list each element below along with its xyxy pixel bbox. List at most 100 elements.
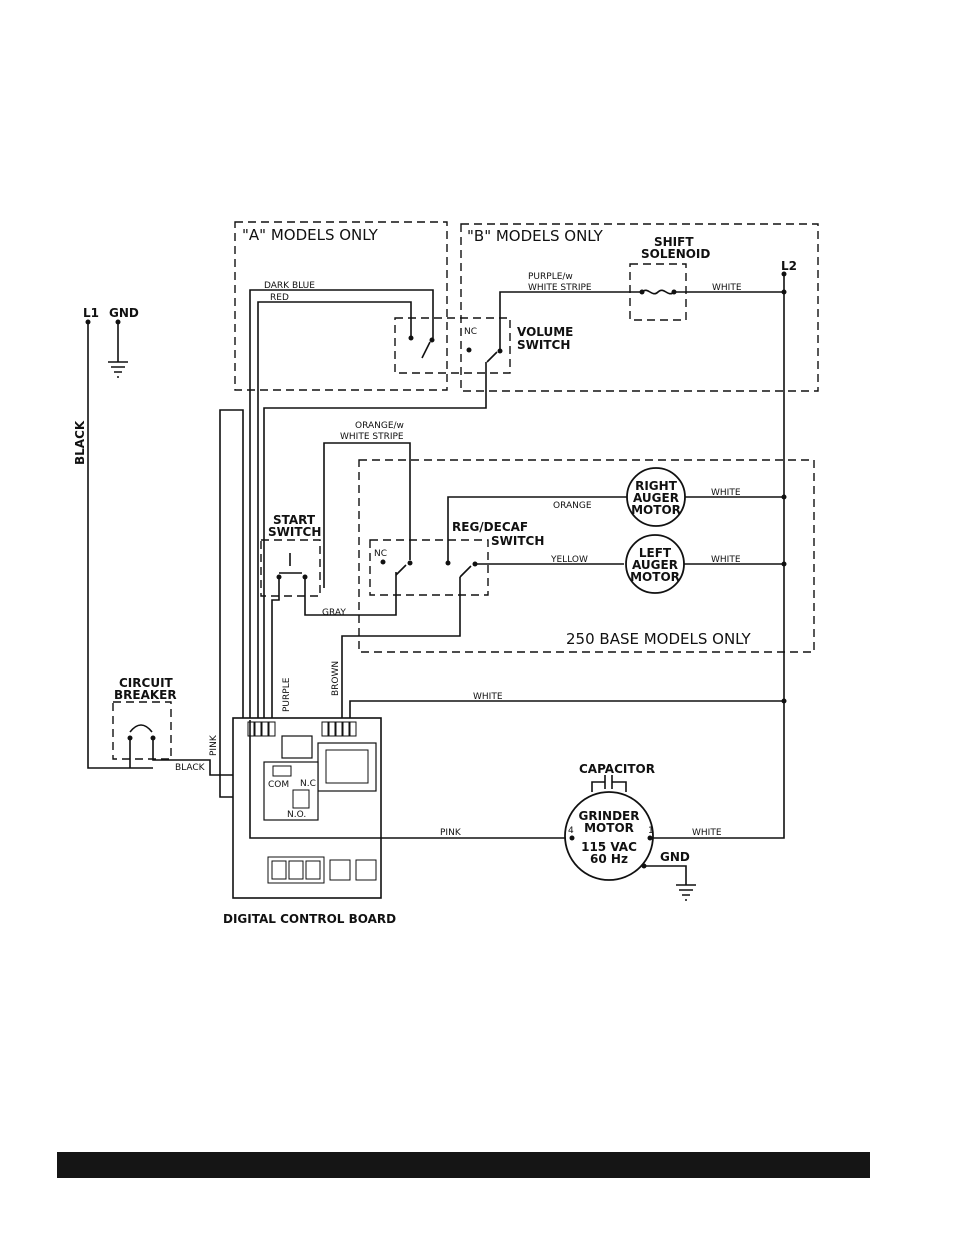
base-250-label: 250 BASE MODELS ONLY bbox=[566, 630, 752, 648]
grinder-terminal-4 bbox=[569, 835, 575, 841]
grinder-ground-icon bbox=[644, 865, 696, 901]
reg-decaf-blades bbox=[395, 564, 472, 578]
grinder-label-2: MOTOR bbox=[584, 821, 634, 835]
board-connector-right bbox=[321, 721, 357, 737]
left-auger-label-3: MOTOR bbox=[630, 570, 680, 584]
reg-decaf-label-2: SWITCH bbox=[491, 534, 544, 548]
breaker-arc-icon bbox=[129, 724, 153, 733]
grinder-label-3: 115 VAC bbox=[581, 840, 637, 854]
volume-nc-label: NC bbox=[464, 327, 477, 337]
volume-contact-3 bbox=[466, 347, 472, 353]
grinder-gnd-label: GND bbox=[660, 850, 690, 864]
board-button-1 bbox=[329, 859, 351, 881]
right-auger-label-2: AUGER bbox=[633, 491, 679, 505]
black-label-breaker: BLACK bbox=[175, 763, 206, 773]
grinder-label-1: GRINDER bbox=[579, 809, 640, 823]
b-models-label: "B" MODELS ONLY bbox=[467, 227, 604, 245]
red-label: RED bbox=[270, 293, 289, 303]
purple-w-label-2: WHITE STRIPE bbox=[528, 283, 592, 293]
white-wire-label-solenoid: WHITE bbox=[712, 283, 742, 293]
nc-label: N.C bbox=[300, 779, 316, 789]
base-250-region bbox=[358, 459, 815, 653]
l1-terminal-label: L1 bbox=[83, 306, 99, 320]
left-auger-label-2: AUGER bbox=[632, 558, 678, 572]
ground-icon bbox=[108, 322, 128, 378]
volume-contact-4 bbox=[497, 348, 503, 354]
purple-wire bbox=[271, 577, 280, 720]
pink-label-feed: PINK bbox=[209, 734, 219, 756]
grinder-motor bbox=[564, 791, 654, 881]
white-label-board: WHITE bbox=[473, 692, 503, 702]
orange-w-label-2: WHITE STRIPE bbox=[340, 432, 404, 442]
footer-bar bbox=[57, 1152, 870, 1178]
gray-label: GRAY bbox=[322, 608, 346, 618]
pink-wire-grinder bbox=[249, 720, 570, 839]
shift-solenoid-label-1: SHIFT bbox=[654, 235, 694, 249]
volume-switch-label-1: VOLUME bbox=[517, 325, 573, 339]
reg-decaf-label-1: REG/DECAF bbox=[452, 520, 528, 534]
pink-label-grinder: PINK bbox=[440, 828, 462, 838]
breaker-wires bbox=[129, 738, 270, 776]
seven-segment-display bbox=[267, 856, 325, 884]
gray-wire bbox=[304, 572, 397, 616]
no-label: N.O. bbox=[287, 810, 306, 820]
volume-switch-blades bbox=[421, 341, 498, 363]
left-auger-label-1: LEFT bbox=[639, 546, 672, 560]
board-component bbox=[281, 735, 313, 759]
grinder-terminal-1 bbox=[647, 835, 653, 841]
white-label-right-auger: WHITE bbox=[711, 488, 741, 498]
reg-contact-2 bbox=[407, 560, 413, 566]
board-white-wire bbox=[349, 700, 784, 720]
start-switch-label-2: SWITCH bbox=[268, 525, 321, 539]
l2-junction-left-auger bbox=[781, 561, 787, 567]
purple-label: PURPLE bbox=[282, 677, 292, 712]
circuit-breaker-label-1: CIRCUIT bbox=[119, 676, 174, 690]
reg-contact-1 bbox=[380, 559, 386, 565]
no-terminal bbox=[292, 789, 310, 809]
start-switch-label-1: START bbox=[273, 513, 316, 527]
start-switch-icon bbox=[279, 553, 302, 574]
orange-w-wire bbox=[323, 442, 411, 588]
b-models-region bbox=[460, 223, 819, 392]
orange-wire bbox=[447, 496, 629, 563]
right-auger-label-1: RIGHT bbox=[635, 479, 678, 493]
board-connector-left bbox=[247, 721, 276, 737]
grinder-pin-1: 1 bbox=[648, 826, 654, 836]
l2-junction-right-auger bbox=[781, 494, 787, 500]
capacitor-icon bbox=[591, 775, 627, 792]
volume-common-wire bbox=[263, 362, 487, 720]
board-button-2 bbox=[355, 859, 377, 881]
capacitor-label: CAPACITOR bbox=[579, 762, 655, 776]
board-relay-inner bbox=[325, 749, 369, 784]
reg-decaf-nc-label: NC bbox=[374, 549, 387, 559]
solenoid-terminal-left bbox=[639, 289, 645, 295]
shift-solenoid-wire bbox=[499, 289, 784, 351]
a-models-region bbox=[234, 221, 448, 391]
shift-solenoid-label-2: SOLENOID bbox=[641, 247, 710, 261]
l2-terminal-label: L2 bbox=[781, 259, 797, 273]
grinder-pin-4: 4 bbox=[568, 826, 574, 836]
brown-wire bbox=[341, 577, 461, 720]
red-wire bbox=[257, 301, 412, 720]
com-terminal bbox=[272, 765, 292, 777]
l1-black-wire bbox=[87, 322, 153, 769]
orange-label: ORANGE bbox=[553, 501, 592, 511]
control-board-label: DIGITAL CONTROL BOARD bbox=[223, 912, 396, 926]
orange-w-label-1: ORANGE/w bbox=[355, 421, 404, 431]
solenoid-terminal-right bbox=[671, 289, 677, 295]
reg-decaf-switch-box bbox=[369, 539, 489, 596]
black-wire-label: BLACK bbox=[73, 420, 87, 465]
grinder-label-4: 60 Hz bbox=[590, 852, 628, 866]
white-label-left-auger: WHITE bbox=[711, 555, 741, 565]
l2-junction-board bbox=[781, 698, 787, 704]
brown-label: BROWN bbox=[331, 661, 341, 696]
purple-w-label-1: PURPLE/w bbox=[528, 272, 573, 282]
circuit-breaker-label-2: BREAKER bbox=[114, 688, 177, 702]
l2-bus bbox=[650, 274, 785, 839]
white-label-grinder: WHITE bbox=[692, 828, 722, 838]
yellow-label: YELLOW bbox=[550, 555, 588, 565]
l2-junction-solenoid bbox=[781, 289, 787, 295]
volume-switch-label-2: SWITCH bbox=[517, 338, 570, 352]
